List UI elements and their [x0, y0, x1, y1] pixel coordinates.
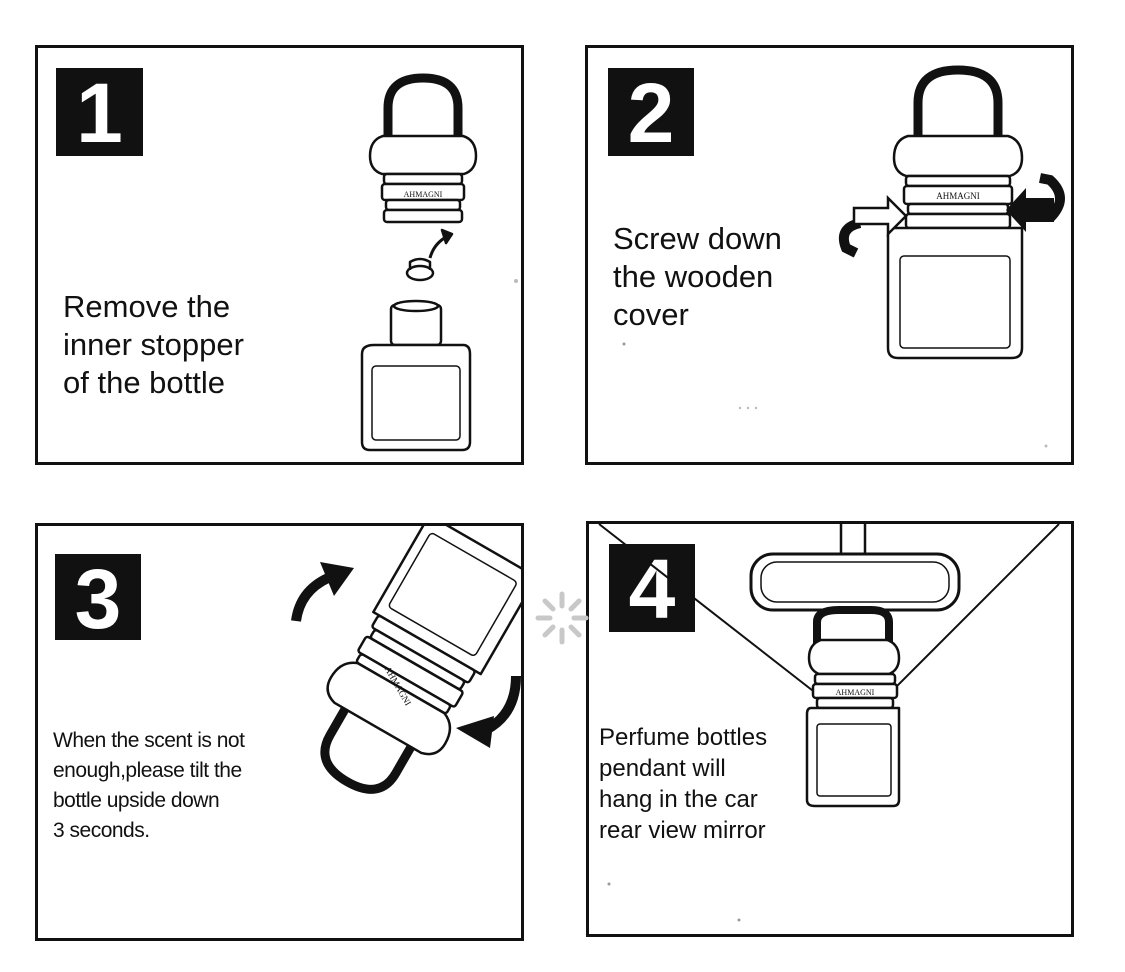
brand-label: AHMAGNI	[936, 191, 980, 201]
step-2-illustration: AHMAGNI	[622, 65, 1065, 448]
step-3-panel: 3 When the scent is not enough,please ti…	[35, 523, 524, 941]
perfume-bottle-icon	[360, 343, 472, 452]
step-3-caption-line: bottle upside down	[53, 789, 220, 812]
rotate-arrow-icon	[1006, 173, 1065, 232]
step-4-caption-line: pendant will	[599, 755, 726, 782]
step-1-illustration: AHMAGNI	[360, 73, 518, 452]
step-3-number: 3	[55, 554, 141, 644]
step-3-caption-line: 3 seconds.	[53, 819, 150, 842]
perfume-bottle-icon	[886, 226, 1024, 360]
step-2-number: 2	[608, 68, 694, 158]
step-4-number: 4	[609, 544, 695, 634]
step-4-caption-line: Perfume bottles	[599, 724, 768, 751]
step-4-illustration: AHMAGNI	[598, 524, 1060, 922]
step-1-caption: Remove the inner stopper of the bottle	[63, 288, 244, 402]
step-4-caption: Perfume bottles pendant will hang in the…	[599, 722, 767, 846]
step-2-caption-line: cover	[613, 297, 689, 332]
step-1-number: 1	[56, 68, 143, 158]
brand-label: AHMAGNI	[404, 190, 443, 199]
step-2-panel: 2 Screw down the wooden cover AHMAGNI	[585, 45, 1074, 465]
step-4-caption-line: hang in the car	[599, 786, 758, 813]
loading-spinner-icon	[535, 591, 589, 645]
step-3-caption-line: When the scent is not	[53, 729, 245, 752]
step-3-caption: When the scent is not enough,please tilt…	[53, 726, 245, 846]
brand-label: AHMAGNI	[836, 688, 875, 697]
step-1-caption-line: Remove the	[63, 289, 231, 324]
step-2-caption-line: the wooden	[613, 259, 774, 294]
cap-loop-icon	[383, 73, 463, 138]
perfume-bottle-icon	[805, 706, 901, 808]
step-3-caption-line: enough,please tilt the	[53, 759, 242, 782]
step-2-caption-line: Screw down	[613, 221, 782, 256]
rotate-arrow-icon	[291, 562, 354, 622]
step-1-panel: 1 Remove the inner stopper of the bottle	[35, 45, 524, 465]
cap-loop-icon	[913, 65, 1003, 138]
step-1-caption-line: of the bottle	[63, 365, 226, 400]
inner-stopper-icon	[405, 264, 435, 282]
rotate-arrow-icon	[838, 194, 908, 258]
step-3-illustration: AHMAGNI	[291, 526, 521, 794]
step-1-caption-line: inner stopper	[63, 327, 244, 362]
step-4-caption-line: rear view mirror	[599, 817, 766, 844]
rotate-arrow-icon	[456, 675, 521, 748]
cap-loop-icon	[320, 706, 415, 794]
step-2-caption: Screw down the wooden cover	[613, 220, 782, 334]
step-4-panel: 4 Perfume bottles pendant will hang in t…	[586, 521, 1074, 937]
wooden-cap-icon	[368, 134, 478, 176]
